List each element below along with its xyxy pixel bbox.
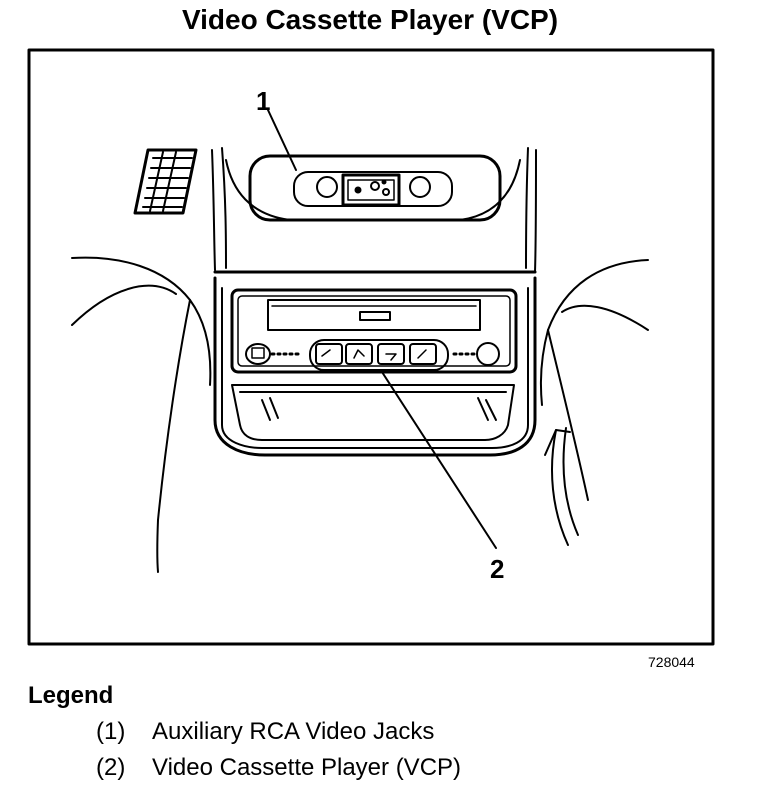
leader-line-2: [381, 371, 497, 549]
vcp-unit: [230, 288, 518, 374]
aux-rca-jacks: [248, 154, 502, 222]
page-title: Video Cassette Player (VCP): [181, 4, 559, 35]
overhead-console: [211, 147, 537, 457]
legend-item-number: (1): [96, 718, 126, 745]
legend-item-number: (2): [96, 754, 126, 781]
legend-item-label: Auxiliary RCA Video Jacks: [152, 718, 435, 745]
vcp-diagram: 1 2: [27, 48, 715, 646]
leader-line-1: [267, 109, 297, 171]
legend-item-label: Video Cassette Player (VCP): [152, 754, 462, 781]
legend-heading: Legend: [28, 682, 114, 709]
right-seat: [539, 259, 649, 546]
storage-bin: [231, 384, 515, 441]
left-seat: [71, 256, 212, 573]
callout-1: 1: [256, 86, 270, 116]
legend-item: (1) Auxiliary RCA Video Jacks: [96, 718, 434, 746]
legend-item: (2) Video Cassette Player (VCP): [96, 754, 461, 782]
vent-grille: [133, 148, 198, 215]
figure-id: 728044: [648, 654, 695, 670]
callout-2: 2: [490, 554, 504, 584]
figure-frame: [27, 48, 715, 646]
